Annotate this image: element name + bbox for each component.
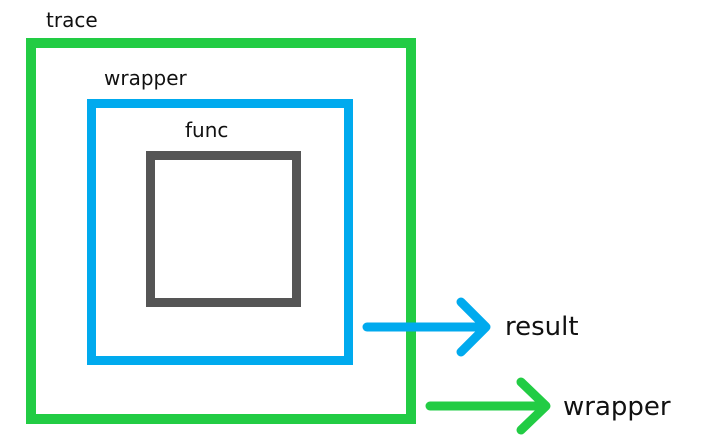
output-wrapper-label: wrapper	[563, 392, 671, 422]
wrapper-label: wrapper	[104, 66, 187, 90]
trace-label: trace	[46, 8, 98, 32]
result-arrow	[362, 297, 491, 357]
func-box	[146, 151, 301, 307]
result-label: result	[505, 312, 579, 342]
trace-box	[26, 38, 416, 424]
func-label: func	[185, 118, 229, 142]
wrapper-box	[87, 99, 353, 365]
wrapper-output-arrow	[425, 377, 551, 435]
